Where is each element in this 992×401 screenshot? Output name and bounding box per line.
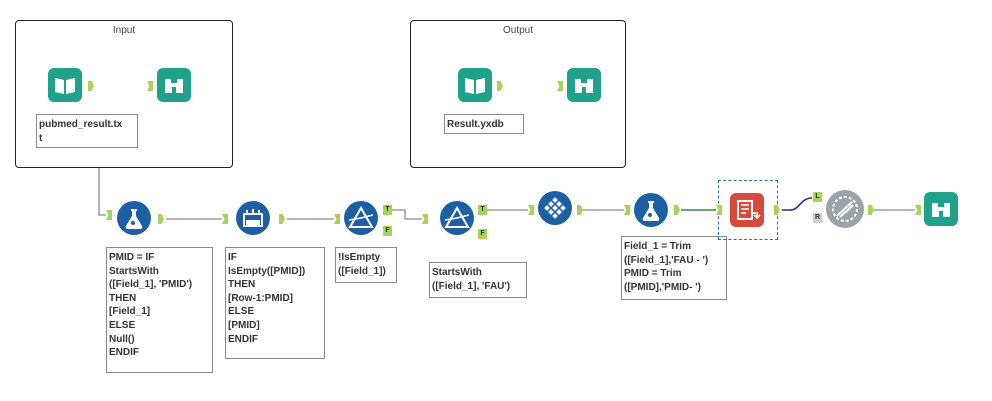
browse-input-anchor[interactable] [557,81,563,91]
filter-false-anchor[interactable]: F [383,226,392,236]
formula-tool[interactable] [634,193,668,227]
flask-icon [642,201,660,222]
flask-icon [125,209,143,230]
browse-tool[interactable] [567,68,601,102]
multi-row-formula-tool[interactable] [236,201,270,235]
multi-row-annotation: IF IsEmpty([PMID]) THEN [Row-1:PMID] ELS… [225,247,325,359]
multi-row-output-anchor[interactable] [279,214,285,224]
tile-tool[interactable] [538,191,572,225]
filter-input-anchor[interactable] [334,214,340,224]
connection-filter-filter [392,209,422,220]
browse-tool[interactable] [924,192,958,226]
open-book-icon [465,78,485,94]
filter-input-anchor[interactable] [422,214,428,224]
open-book-icon [55,78,75,94]
multi-row-input-anchor[interactable] [222,214,228,224]
input-container-title: Input [112,25,136,36]
binoculars-icon [575,79,593,93]
filter-tool[interactable] [440,201,474,235]
filter-false-anchor[interactable]: F [478,229,487,239]
input-data-tool[interactable] [48,68,82,102]
filter-tool[interactable] [344,201,378,235]
output-file-annotation: Result.yxdb [444,114,524,134]
tile-output-anchor[interactable] [577,205,583,215]
formula-tool[interactable] [117,201,151,235]
binoculars-icon [932,203,950,217]
filter-true-anchor[interactable]: T [383,205,392,215]
input-data-output-anchor[interactable] [497,81,503,91]
formula-input-anchor[interactable] [624,205,630,215]
browse-input-anchor[interactable] [147,81,153,91]
filter-annotation: StartsWith ([Field_1], 'FAU') [429,262,527,298]
input-file-annotation: pubmed_result.tx t [36,114,138,148]
filter-true-anchor[interactable]: T [478,205,487,215]
multi-row-icon [243,209,263,227]
formula-output-anchor[interactable] [158,214,164,224]
join-tool[interactable] [826,190,864,228]
join-gear-icon [832,196,858,222]
join-left-anchor[interactable]: L [813,192,822,202]
join-output-anchor[interactable] [868,205,874,215]
join-right-anchor[interactable]: R [813,213,822,223]
cross-tab-icon [737,200,761,220]
filter-annotation: !IsEmpty ([Field_1]) [335,247,397,283]
connection-crosstab-join [782,197,813,211]
output-container-title: Output [502,25,534,36]
input-data-tool[interactable] [458,68,492,102]
formula-output-anchor[interactable] [674,205,680,215]
filter-prism-icon [444,206,470,228]
tile-diamond-icon [544,197,566,219]
formula-input-anchor[interactable] [106,210,112,220]
tile-input-anchor[interactable] [528,205,534,215]
filter-prism-icon [348,206,374,228]
formula-annotation: Field_1 = Trim ([Field_1],'FAU - ') PMID… [621,236,727,300]
browse-input-anchor[interactable] [915,205,921,215]
formula-annotation: PMID = IF StartsWith ([Field_1], 'PMID')… [106,247,213,373]
browse-tool[interactable] [157,68,191,102]
cross-tab-output-anchor[interactable] [774,205,780,215]
binoculars-icon [165,79,183,93]
cross-tab-input-anchor[interactable] [716,205,722,215]
cross-tab-tool[interactable] [730,193,764,227]
input-data-output-anchor[interactable] [88,81,94,91]
